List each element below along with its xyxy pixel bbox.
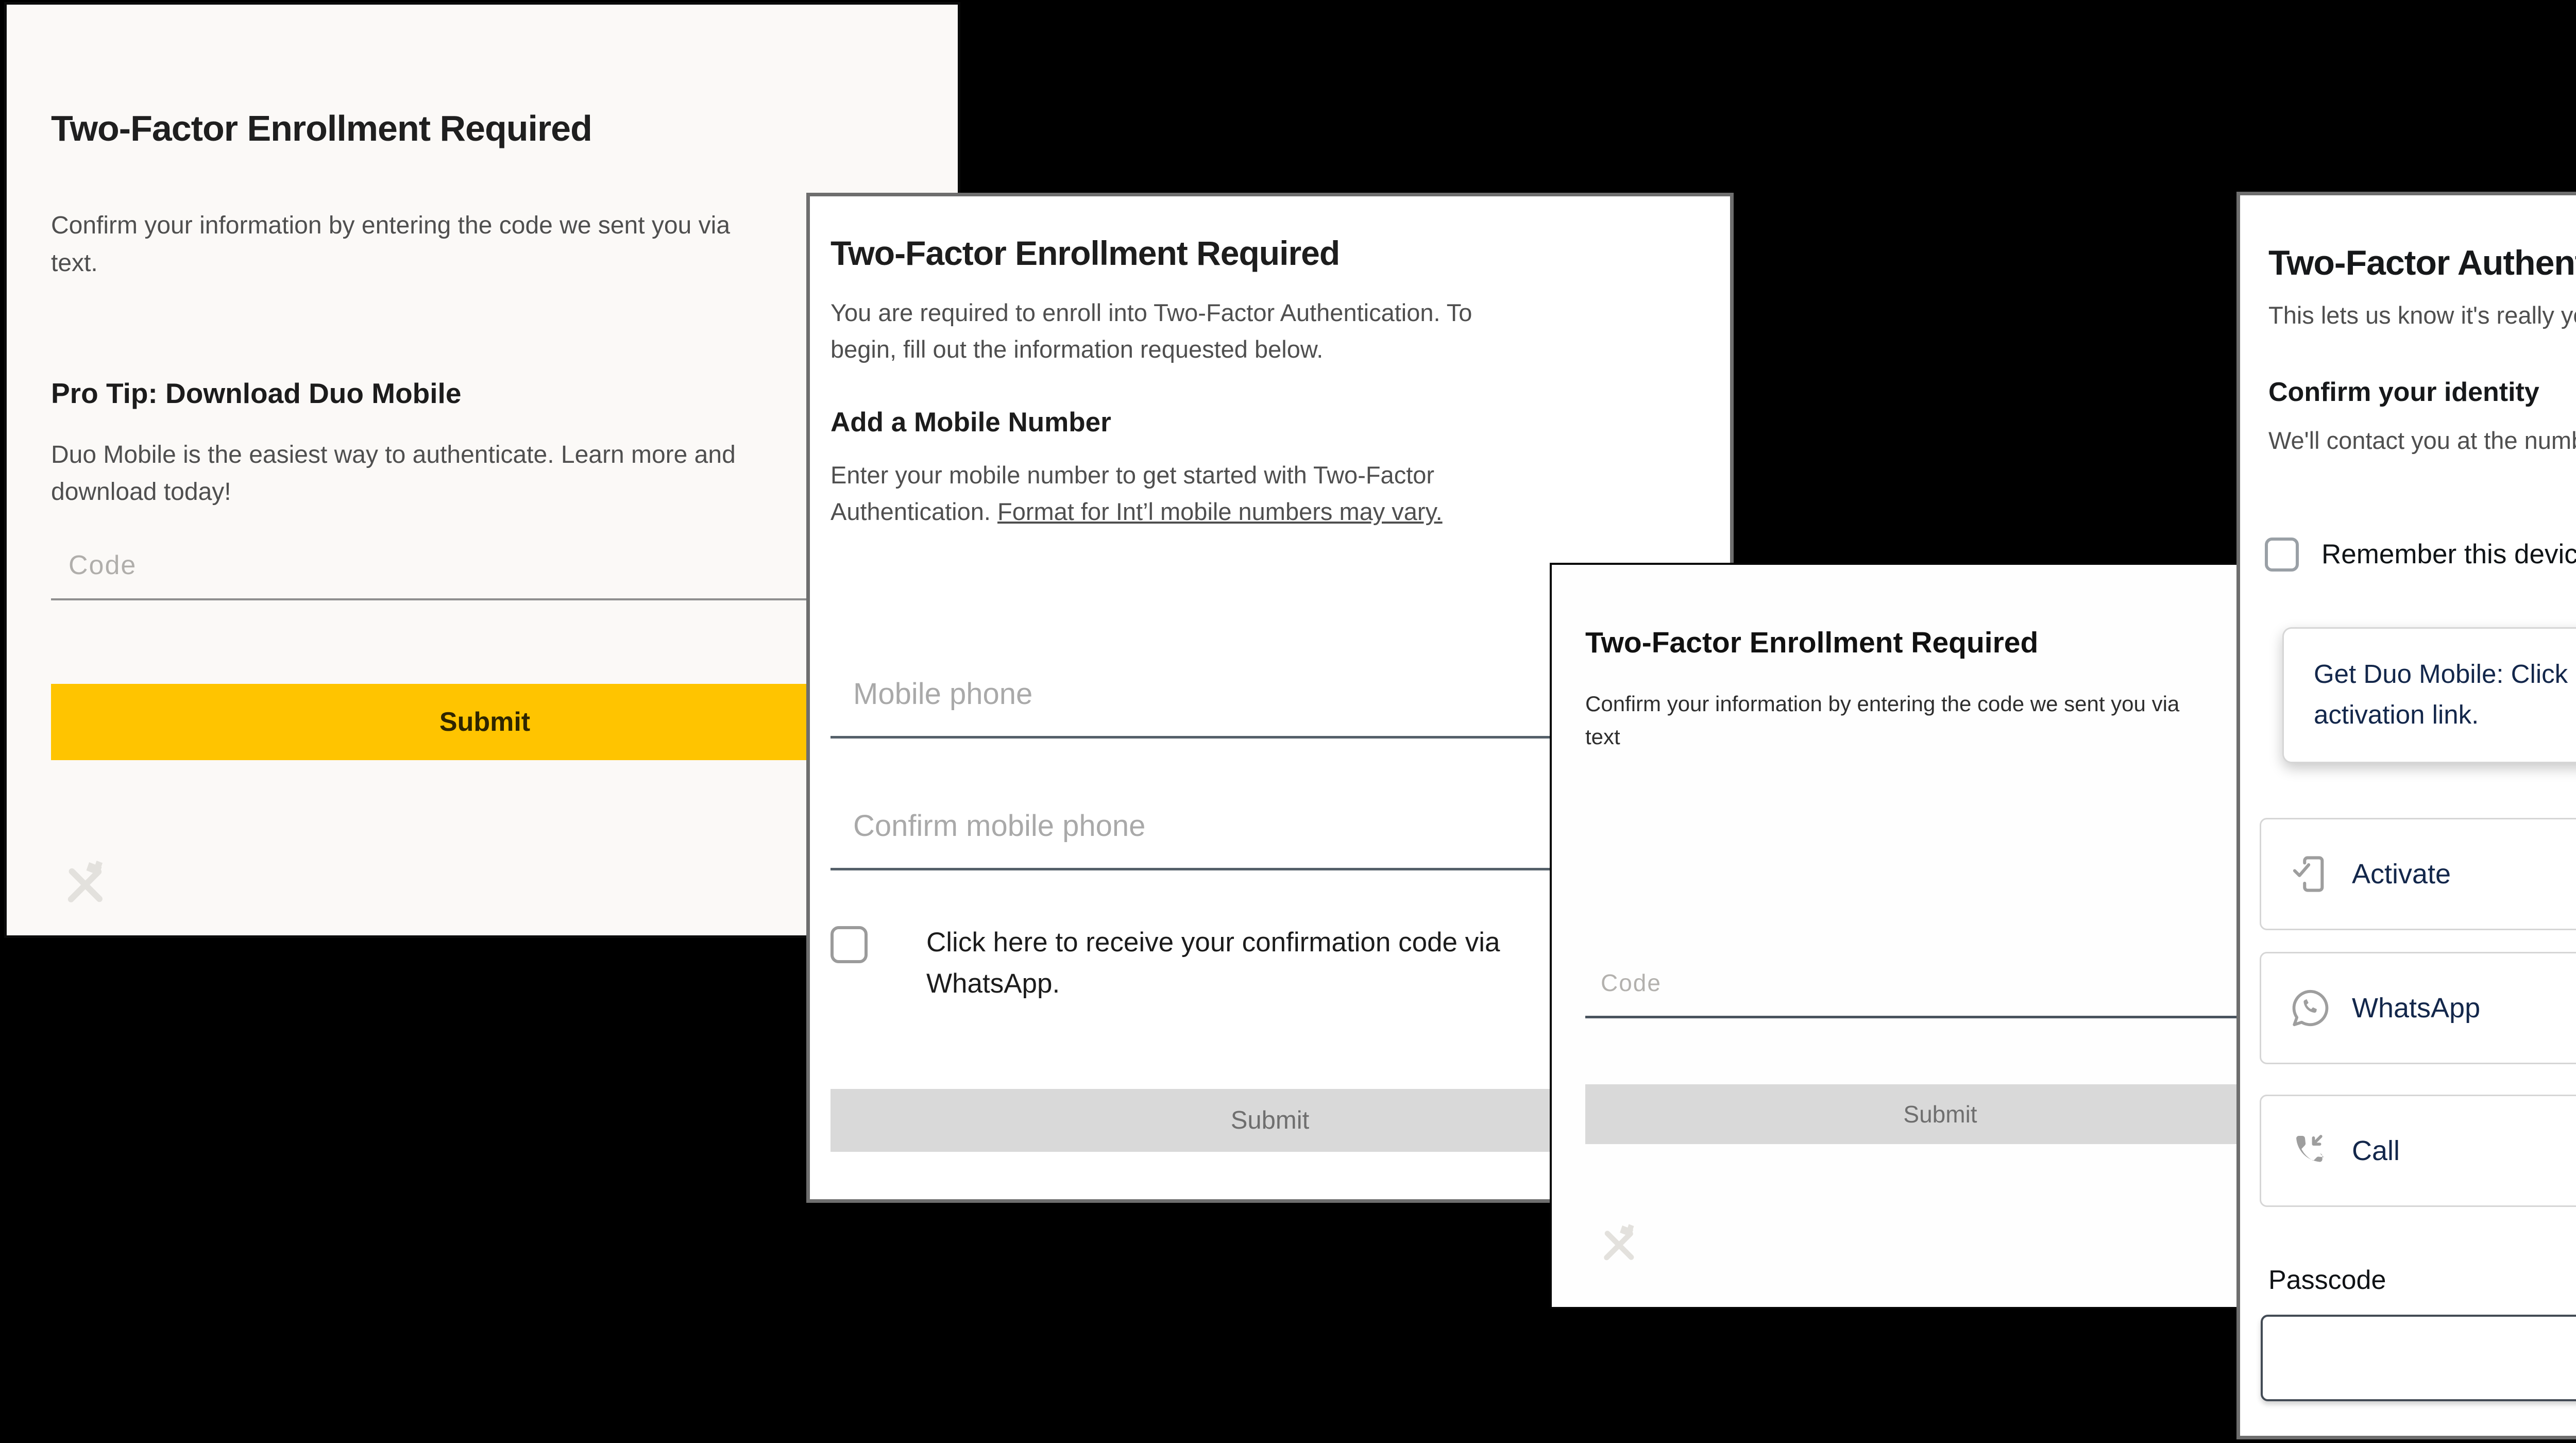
add-mobile-heading: Add a Mobile Number (831, 407, 1111, 438)
whatsapp-icon (2292, 989, 2329, 1027)
confirm-mobile-placeholder: Confirm mobile phone (853, 809, 1146, 843)
code-placeholder: Code (69, 550, 137, 580)
dialog-title: Two-Factor Enrollment Required (831, 234, 1340, 272)
whatsapp-optin-label[interactable]: Click here to receive your confirmation … (926, 927, 1500, 999)
whatsapp-button[interactable]: WhatsApp (2260, 952, 2576, 1064)
phone-check-icon (2293, 856, 2324, 892)
whatsapp-optin-checkbox[interactable] (831, 926, 868, 963)
whatsapp-label: WhatsApp (2352, 993, 2481, 1023)
crossed-tools-icon (1592, 1218, 1646, 1272)
intl-format-link[interactable]: Format for Int’l mobile numbers may vary… (997, 498, 1443, 525)
passcode-input[interactable] (2261, 1315, 2576, 1401)
dialog-intro-text: Confirm your information by entering the… (51, 212, 731, 277)
dialog-title: Two-Factor Enrollment Required (51, 108, 592, 148)
dialog-two-factor-enrollment-code-small: Two-Factor Enrollment Required Confirm y… (1550, 563, 2325, 1309)
remember-device-label[interactable]: Remember this device for 7 days. (2321, 539, 2576, 569)
dialog-two-factor-enrollment-code: Two-Factor Enrollment Required Confirm y… (4, 2, 960, 938)
add-mobile-body: Enter your mobile number to get started … (831, 457, 1443, 530)
code-placeholder: Code (1601, 969, 1662, 996)
input-underline (1585, 1016, 2296, 1018)
input-underline (831, 868, 1709, 870)
mobile-phone-placeholder: Mobile phone (853, 677, 1033, 711)
call-button[interactable]: Call (2260, 1095, 2576, 1207)
body-text: Enter your mobile number to get started … (831, 461, 1435, 525)
activate-label: Activate (2352, 859, 2451, 890)
submit-button[interactable]: Submit (1585, 1084, 2295, 1144)
confirm-identity-heading: Confirm your identity (2268, 377, 2539, 407)
activate-button[interactable]: Activate (2260, 818, 2576, 930)
duo-mobile-tooltip-text: Get Duo Mobile: Click “Activate” to get … (2314, 659, 2576, 729)
dialog-two-factor-authentication: Two-Factor Authentication This lets us k… (2236, 192, 2576, 1439)
code-input[interactable]: Code (51, 530, 919, 600)
dialog-intro-text: You are required to enroll into Two-Fact… (831, 299, 1472, 363)
dialog-title: Two-Factor Authentication (2268, 243, 2576, 282)
submit-button[interactable]: Submit (51, 684, 919, 760)
pro-tip-body: Duo Mobile is the easiest way to authent… (51, 441, 736, 506)
code-input[interactable]: Code (1585, 946, 2296, 1018)
input-underline (831, 736, 1709, 739)
passcode-label: Passcode (2268, 1265, 2386, 1295)
input-underline (51, 598, 919, 600)
dialog-title: Two-Factor Enrollment Required (1585, 626, 2039, 659)
dialog-intro-text: This lets us know it's really you trying… (2268, 301, 2576, 329)
crossed-tools-icon (54, 854, 116, 916)
dialog-intro-text: Confirm your information by entering the… (1585, 692, 2180, 749)
mobile-phone-input[interactable]: Mobile phone (831, 661, 1709, 739)
confirm-mobile-phone-input[interactable]: Confirm mobile phone (831, 793, 1709, 870)
remember-device-checkbox[interactable] (2265, 538, 2299, 572)
pro-tip-heading: Pro Tip: Download Duo Mobile (51, 377, 462, 409)
duo-mobile-tooltip: Get Duo Mobile: Click “Activate” to get … (2282, 627, 2576, 763)
contact-number-note: We'll contact you at the number ending i… (2268, 427, 2576, 454)
call-incoming-icon (2296, 1135, 2324, 1162)
call-label: Call (2352, 1135, 2400, 1166)
